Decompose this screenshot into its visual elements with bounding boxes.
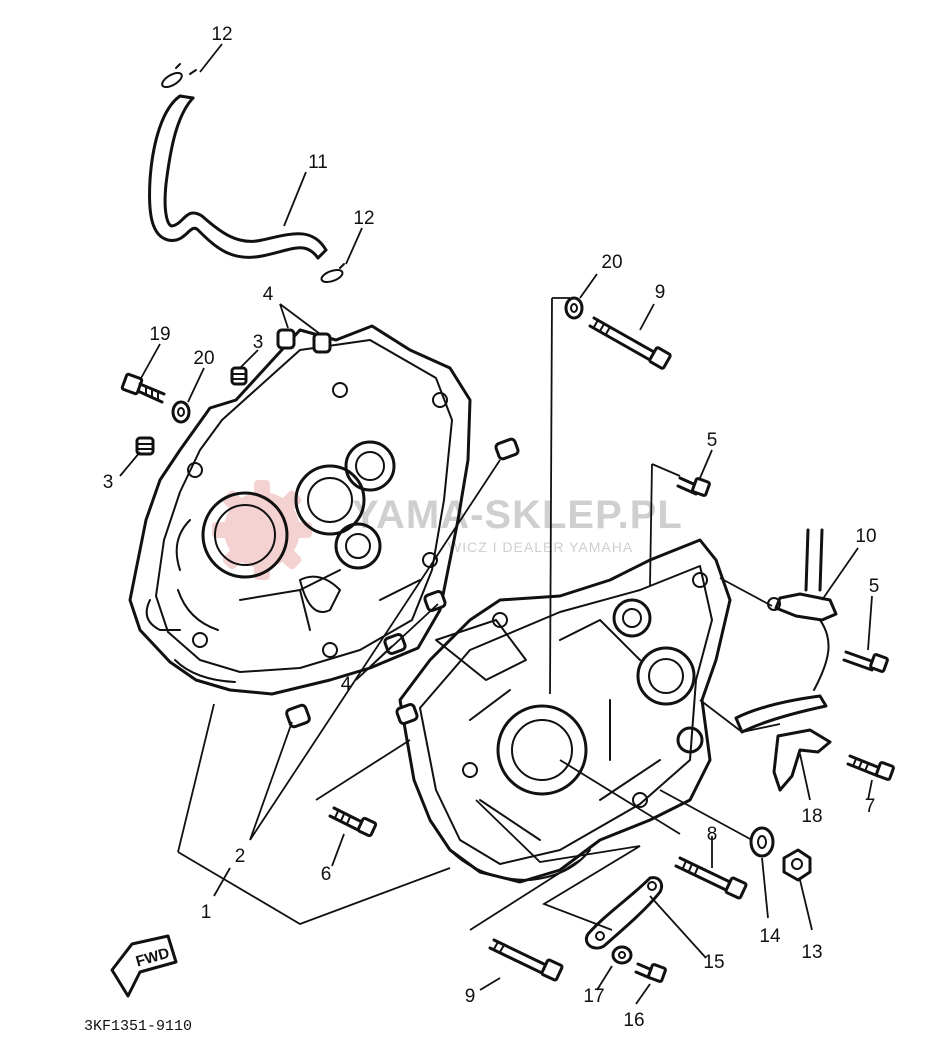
leader-lines	[119, 43, 873, 1005]
callout-16: 16	[623, 1010, 644, 1031]
watermark-brand: YAMA-SKLEP.PL	[352, 493, 683, 537]
callout-5-upper: 5	[707, 430, 718, 451]
dowel-pin-left-top	[494, 437, 520, 461]
breather-hose	[148, 94, 328, 260]
washer-14	[749, 826, 775, 858]
callout-1: 1	[201, 902, 212, 923]
callout-12-lower: 12	[353, 208, 374, 229]
watermark: YAMA-SKLEP.PL WICZ I DEALER YAMAHA	[212, 480, 683, 580]
plug-left	[135, 436, 155, 456]
callout-9-lower: 9	[465, 986, 476, 1007]
callout-9-upper: 9	[655, 282, 666, 303]
callout-3-left: 3	[103, 472, 114, 493]
bolt-8	[674, 856, 748, 900]
callout-3-top: 3	[253, 332, 264, 353]
callout-labels: 12 11 12 4 3 19 20 3 20 9 5 10 5 4 18 7 …	[103, 24, 880, 1031]
callout-14: 14	[759, 926, 781, 947]
watermark-tagline: WICZ I DEALER YAMAHA	[448, 539, 633, 555]
bolt-6	[328, 806, 378, 838]
callout-2: 2	[235, 846, 246, 867]
callout-20-right: 20	[601, 252, 622, 273]
washer-20-left	[171, 400, 191, 424]
hose-clip-upper	[161, 63, 197, 88]
long-bolt-9-upper	[588, 316, 672, 370]
callout-4-lower: 4	[341, 674, 352, 695]
plug-top	[230, 366, 248, 386]
right-crankcase-half	[398, 538, 732, 884]
callout-12-upper: 12	[211, 24, 232, 45]
callout-10: 10	[855, 526, 876, 547]
callout-5-lower: 5	[869, 576, 880, 597]
dowel-pin-right-low	[395, 703, 419, 725]
hose-clip-lower	[320, 263, 345, 284]
left-crankcase-half	[128, 324, 472, 696]
callout-15: 15	[703, 952, 724, 973]
dowel-pin-top-b	[312, 332, 332, 354]
callout-17: 17	[583, 986, 604, 1007]
callout-11: 11	[308, 152, 328, 173]
washer-17	[611, 945, 633, 965]
callout-4-top: 4	[263, 284, 274, 305]
bracket-18	[734, 619, 832, 792]
dowel-pin-right-top	[423, 590, 447, 612]
callout-7: 7	[865, 796, 876, 817]
washer-20-right	[564, 296, 584, 320]
hose-guide-10	[767, 528, 838, 622]
dowel-pin-top-a	[276, 328, 296, 350]
bolt-5-lower	[842, 650, 889, 673]
callout-19: 19	[149, 324, 170, 345]
bolt-7	[846, 754, 895, 781]
callout-6: 6	[321, 864, 332, 885]
plate-15	[585, 876, 664, 950]
callout-20-left: 20	[193, 348, 214, 369]
callout-8: 8	[707, 824, 718, 845]
bolt-16	[634, 962, 667, 983]
bolt-19	[120, 372, 166, 404]
diagram-code: 3KF1351-9110	[84, 1018, 192, 1035]
callout-18: 18	[801, 806, 822, 827]
bolt-5-upper	[676, 476, 711, 497]
fwd-arrow-icon: FWD	[110, 934, 178, 998]
long-bolt-9-lower	[488, 938, 564, 982]
callout-13: 13	[801, 942, 822, 963]
dowel-pin-left-bottom	[285, 703, 311, 729]
nut-13	[782, 848, 812, 882]
